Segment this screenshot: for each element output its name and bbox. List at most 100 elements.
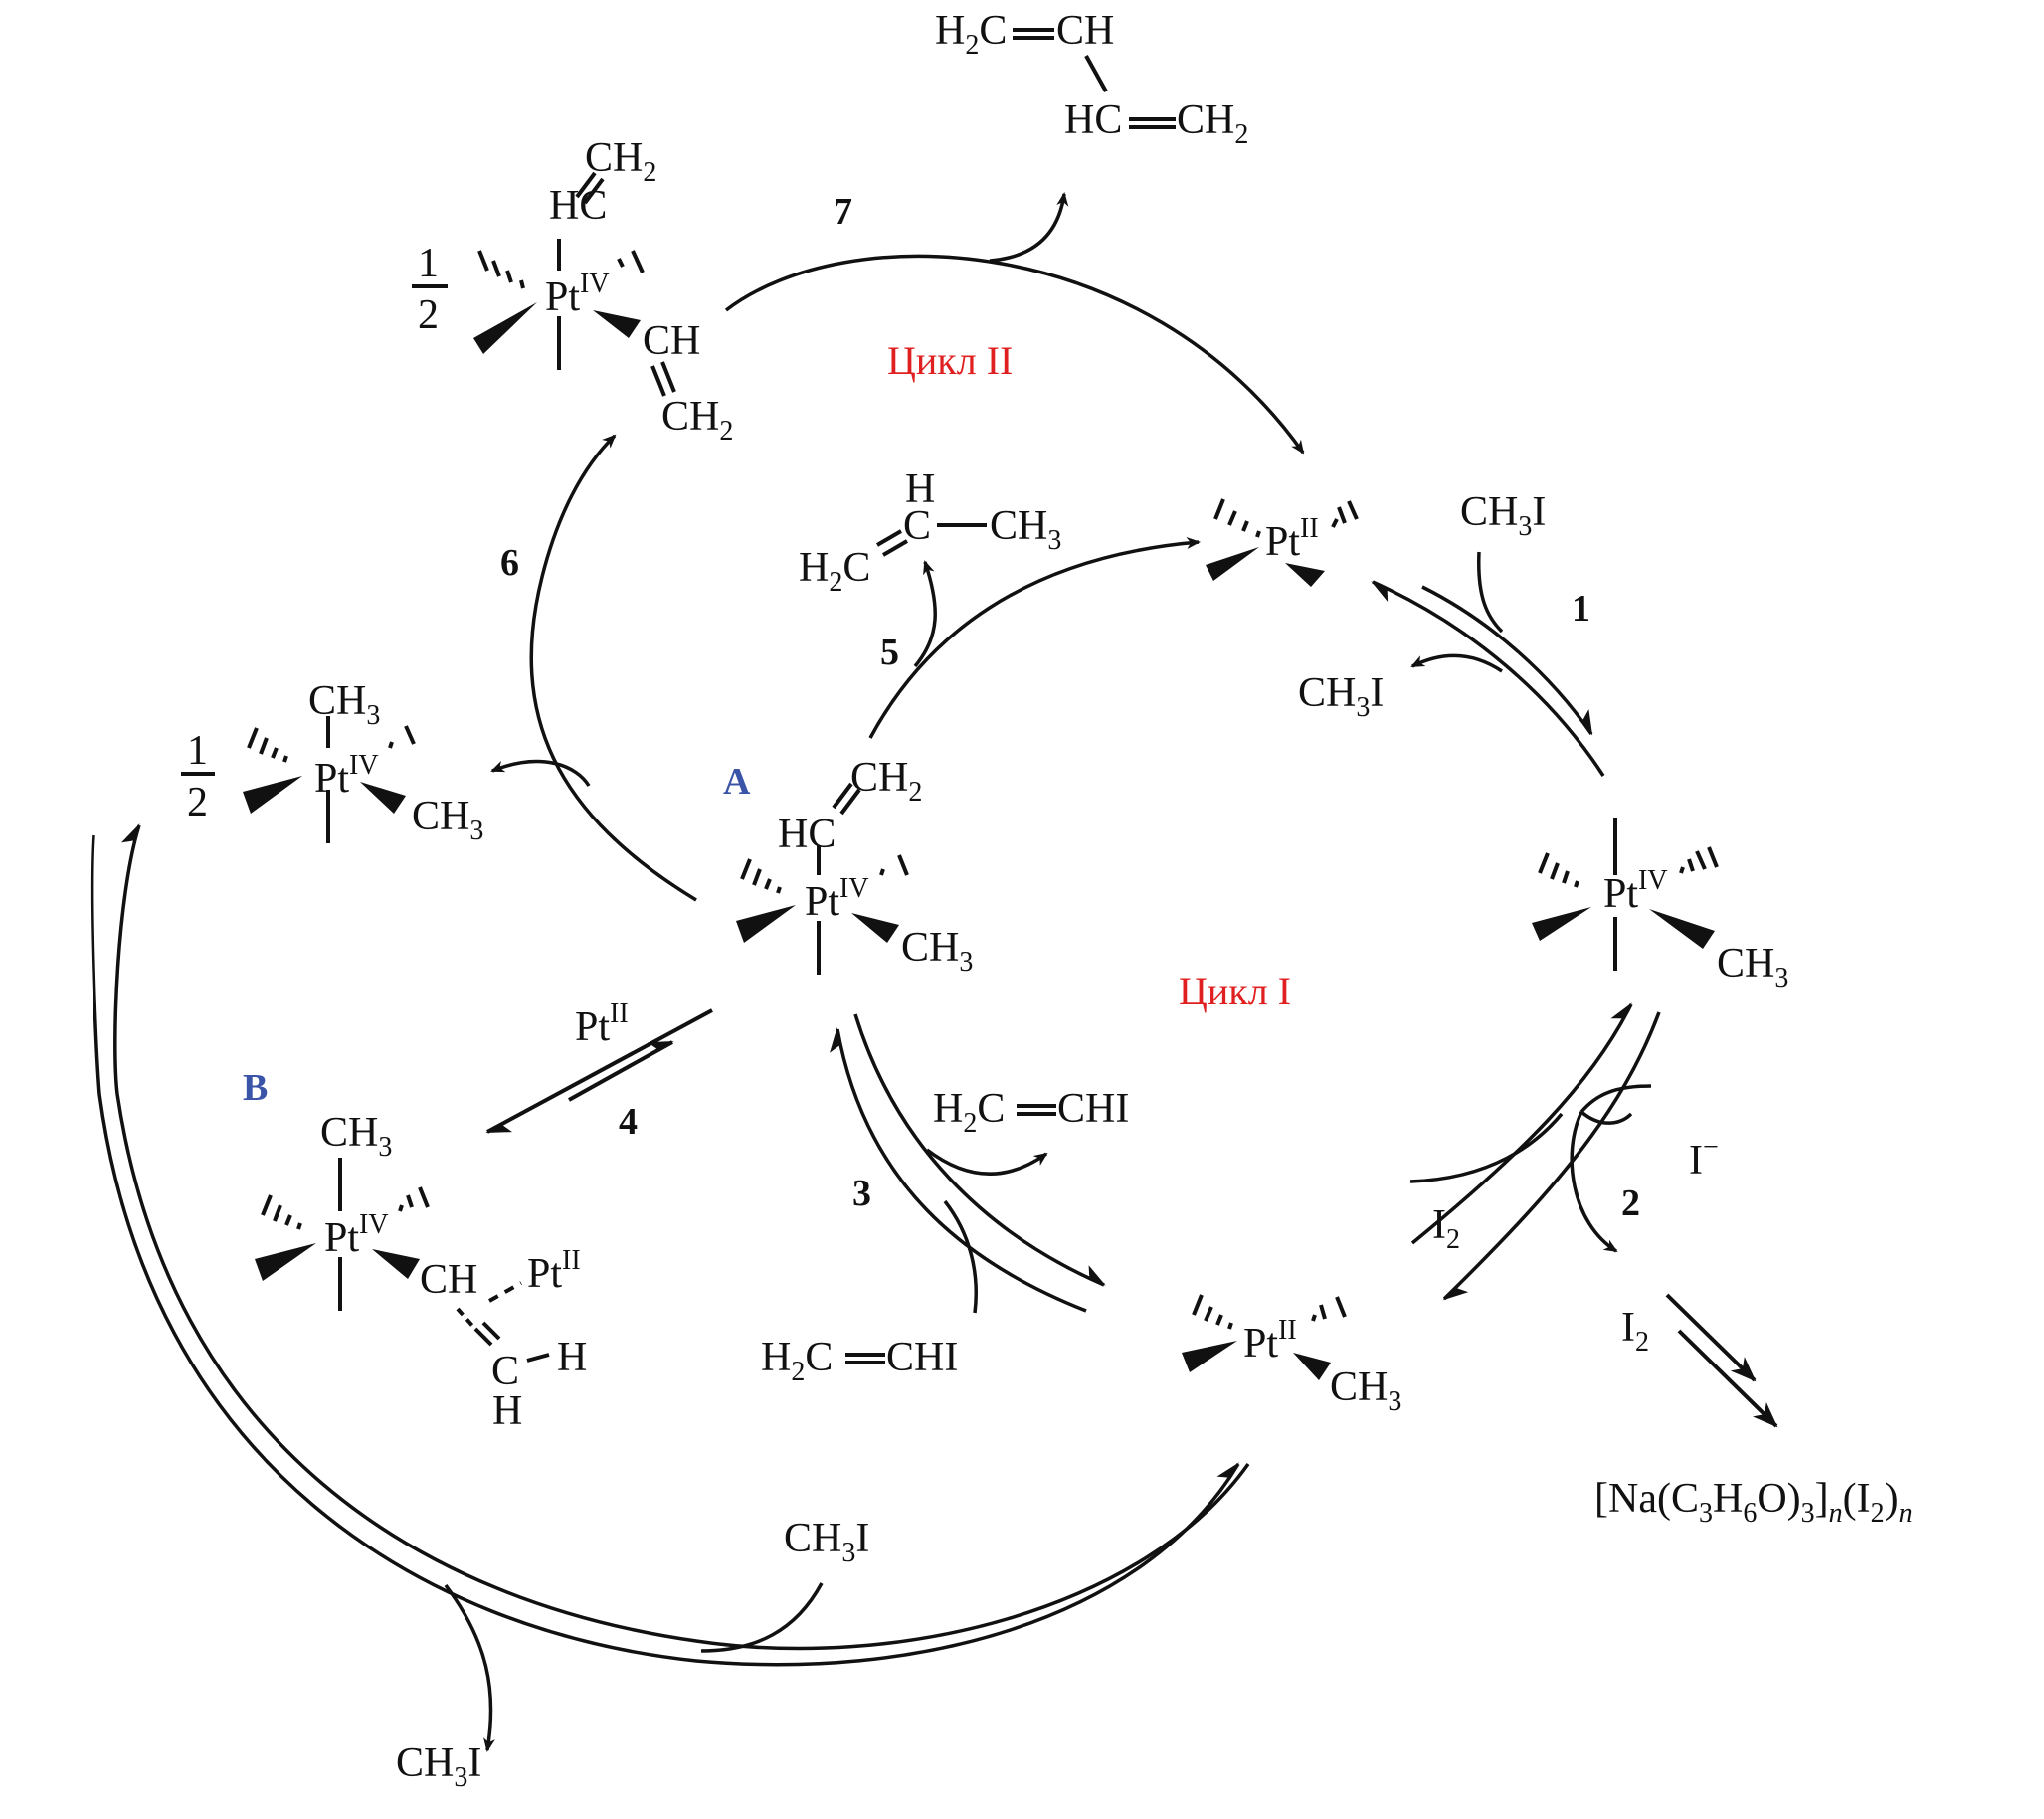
- pt4-divinyl-complex: 1 2 HC CH2 PtIV CH CH2: [412, 135, 733, 447]
- svg-text:C: C: [903, 503, 931, 549]
- ch3i-reagent-step1: CH3I: [1460, 489, 1546, 542]
- svg-text:2: 2: [418, 292, 439, 338]
- pt2-reagent-step4: PtII: [575, 999, 629, 1050]
- butadiene-product: H2C CH HC CH2: [935, 8, 1248, 150]
- step-6-label: 6: [500, 542, 519, 584]
- step-7-arrow: [724, 254, 1305, 455]
- svg-text:H: H: [557, 1335, 587, 1380]
- ch3i-reagent-bottom: CH3I: [784, 1516, 869, 1568]
- iodide-feed-arc: [1579, 1084, 1652, 1114]
- svg-text:H2C: H2C: [935, 8, 1007, 61]
- svg-text:H2C: H2C: [799, 545, 870, 598]
- i2-in-arrow: [1409, 1112, 1564, 1183]
- svg-text:HC: HC: [778, 812, 836, 857]
- complex-A: CH2 HC PtIV CH3: [736, 755, 973, 978]
- svg-text:C: C: [491, 1349, 519, 1394]
- intermediate-A-label: A: [723, 761, 751, 803]
- svg-text:CH2: CH2: [1177, 97, 1248, 150]
- step-5-arrow: [868, 537, 1201, 739]
- svg-text:1: 1: [418, 241, 439, 286]
- vinyl-iodide-release-arrow: [925, 1148, 1048, 1176]
- step-2-reverse-arrow: [1410, 1002, 1633, 1245]
- svg-text:PtIV: PtIV: [314, 750, 379, 802]
- step-6-arrow: [529, 434, 697, 902]
- pt2-methyl-complex: PtII CH3: [1182, 1294, 1401, 1417]
- svg-text:CHI: CHI: [886, 1335, 958, 1380]
- svg-text:PtII: PtII: [1265, 513, 1319, 565]
- step-1-forward-arrow: [1421, 585, 1593, 736]
- ch3i-out-arrow-1: [1410, 653, 1503, 673]
- svg-text:2: 2: [187, 780, 208, 825]
- svg-text:CH3: CH3: [412, 794, 483, 846]
- pt2-catalyst-top: PtII: [1206, 498, 1359, 587]
- vinyl-iodide-in-arc: [943, 1199, 978, 1314]
- vinyl-iodide-released: H2C CHI: [933, 1086, 1129, 1139]
- iodide-branch-arrow: [1570, 1111, 1618, 1253]
- pt4-methyl-complex-right: PtIV CH3: [1532, 818, 1788, 994]
- sodium-acetone-iodine-product: [Na(C3H6O)3]n(I2)n: [1594, 1476, 1913, 1529]
- svg-text:H: H: [905, 466, 935, 512]
- svg-text:CH: CH: [643, 318, 700, 364]
- svg-text:CH3: CH3: [1717, 941, 1788, 994]
- svg-text:PtII: PtII: [1243, 1315, 1297, 1366]
- ch3i-out-arrow-bottom: [444, 1583, 495, 1752]
- svg-text:H: H: [492, 1388, 522, 1434]
- pt4-dimethyl-complex: 1 2 CH3 PtIV CH3: [181, 678, 483, 846]
- ch3i-released-bottom: CH3I: [396, 1740, 481, 1793]
- svg-text:CH3: CH3: [1330, 1364, 1401, 1417]
- svg-text:CH3: CH3: [990, 503, 1061, 556]
- step-1-reverse-arrow: [1371, 580, 1605, 777]
- step-4-label: 4: [619, 1101, 638, 1143]
- i2-reagent: I2: [1432, 1202, 1460, 1255]
- svg-text:1: 1: [187, 728, 208, 774]
- step-2-label: 2: [1621, 1182, 1640, 1224]
- svg-text:CHI: CHI: [1057, 1086, 1129, 1132]
- step-4-forward-arrow: [485, 1008, 713, 1134]
- svg-text:PtIV: PtIV: [1603, 865, 1668, 917]
- cycle-II-label: Цикл II: [887, 338, 1013, 383]
- step-3-forward-arrow: [853, 1013, 1106, 1287]
- i2-released: I2: [1621, 1305, 1649, 1358]
- intermediate-B-label: B: [243, 1067, 268, 1109]
- svg-text:CH2: CH2: [850, 755, 922, 808]
- dimethyl-release-arrow: [490, 759, 591, 787]
- iodide-anion: I−: [1689, 1132, 1719, 1183]
- butadiene-release-arrow: [989, 192, 1069, 263]
- propene-release-arrow: [913, 560, 937, 668]
- svg-text:H2C: H2C: [761, 1335, 833, 1387]
- bottom-equilibrium-reverse-arrow: [90, 834, 1240, 1667]
- svg-text:CH3: CH3: [901, 925, 973, 978]
- step-1-label: 1: [1572, 588, 1590, 630]
- svg-text:PtIV: PtIV: [805, 873, 869, 925]
- i2-precipitation-arrow-1: [1665, 1293, 1757, 1382]
- svg-text:CH: CH: [420, 1257, 477, 1303]
- svg-text:CH3: CH3: [308, 678, 380, 731]
- step-2-forward-arrow: [1442, 1011, 1661, 1301]
- step-5-label: 5: [880, 632, 899, 673]
- vinyl-iodide-reagent: H2C CHI: [761, 1335, 958, 1387]
- svg-text:H2C: H2C: [933, 1086, 1005, 1139]
- bottom-equilibrium-forward-arrow: [113, 823, 1250, 1651]
- svg-text:HC: HC: [549, 183, 607, 229]
- svg-text:PtII: PtII: [527, 1245, 581, 1297]
- svg-text:HC: HC: [1064, 97, 1122, 143]
- svg-text:PtIV: PtIV: [324, 1209, 389, 1261]
- ch3i-released-step1: CH3I: [1298, 670, 1384, 723]
- complex-B: CH3 PtIV CH PtII C H H: [255, 1110, 587, 1434]
- i2-precipitation-arrow-2: [1677, 1329, 1778, 1428]
- ch3i-in-arrow-bottom: [700, 1582, 824, 1653]
- svg-text:CH3: CH3: [320, 1110, 392, 1163]
- iodide-in-arc: [1579, 1110, 1633, 1125]
- step-3-reverse-arrow: [830, 1027, 1087, 1313]
- propene-product: H C CH3 H2C: [799, 466, 1061, 598]
- step-4-reverse-arrow: [568, 1040, 674, 1102]
- ch3i-in-arrow-1: [1477, 551, 1504, 634]
- svg-text:PtIV: PtIV: [545, 269, 610, 320]
- cycle-I-label: Цикл I: [1179, 969, 1291, 1013]
- svg-text:CH: CH: [1056, 8, 1114, 54]
- step-7-label: 7: [834, 191, 852, 233]
- svg-text:CH2: CH2: [585, 135, 656, 188]
- step-3-label: 3: [852, 1173, 871, 1214]
- svg-text:CH2: CH2: [661, 394, 733, 447]
